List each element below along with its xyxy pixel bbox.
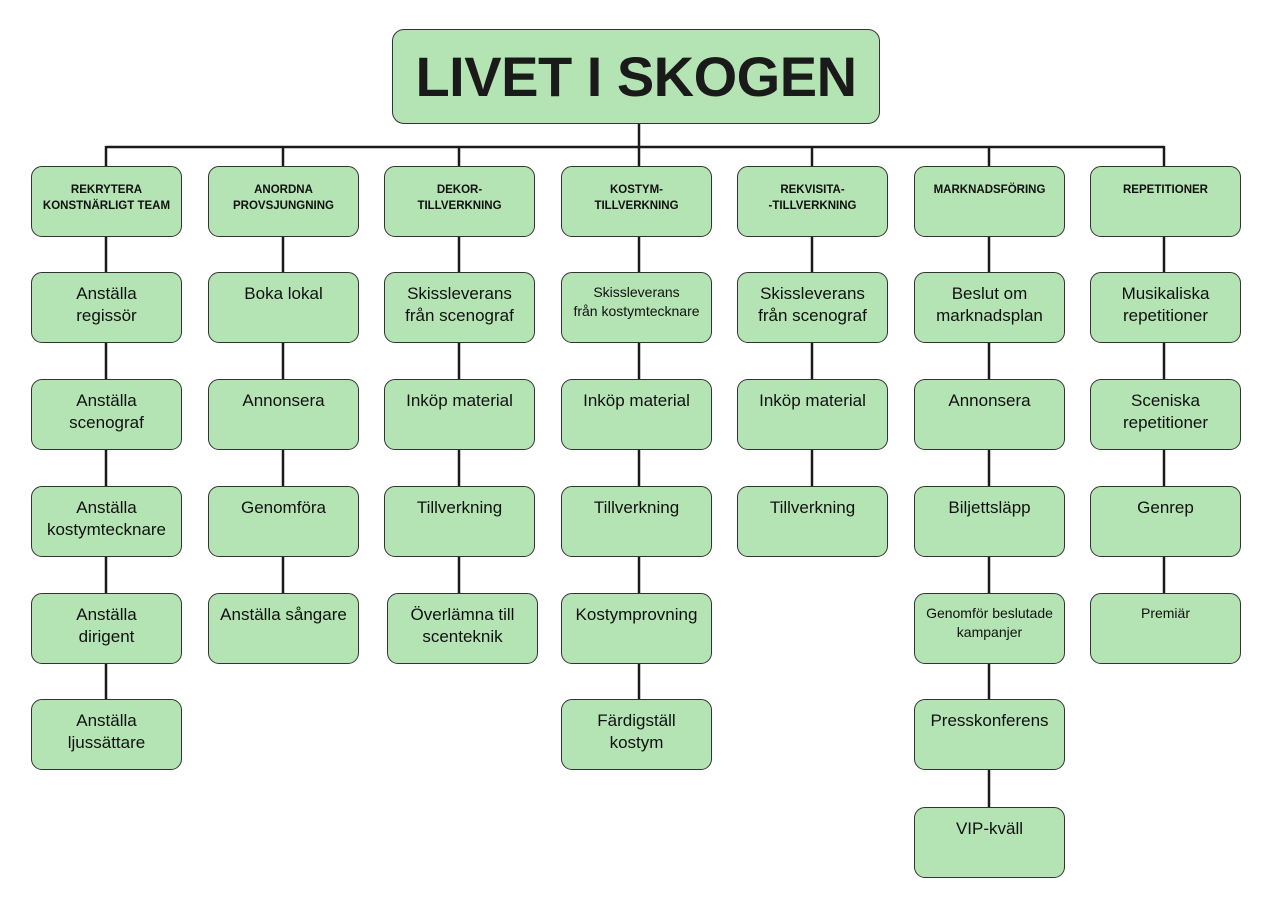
task-node: Inköp material (737, 379, 888, 450)
task-node: VIP-kväll (914, 807, 1065, 878)
task-node: Kostymprovning (561, 593, 712, 664)
task-label: Tillverkning (769, 498, 856, 517)
task-node: Presskonferens (914, 699, 1065, 770)
root-title: LIVET I SKOGEN (415, 45, 857, 108)
task-node: Skissleverans från scenograf (737, 272, 888, 343)
task-node: Skissleverans från kostymtecknare (561, 272, 712, 343)
task-label: Annonsera (242, 391, 325, 410)
header-label: MARKNADSFÖRING (933, 184, 1046, 196)
task-label: Skissleverans från scenograf (758, 284, 867, 325)
task-node: Boka lokal (208, 272, 359, 343)
task-label: Kostymprovning (575, 605, 698, 624)
task-node: Sceniska repetitioner (1090, 379, 1241, 450)
header-rekrytera: REKRYTERA KONSTNÄRLIGT TEAM (31, 166, 182, 237)
task-label: VIP-kväll (955, 819, 1024, 838)
task-label: Premiär (1140, 605, 1190, 621)
header-dekortillverkning: DEKOR- TILLVERKNING (384, 166, 535, 237)
task-node: Genrep (1090, 486, 1241, 557)
header-marknadsforing: MARKNADSFÖRING (914, 166, 1065, 237)
task-node: Anställa dirigent (31, 593, 182, 664)
header-label: DEKOR- TILLVERKNING (417, 184, 502, 212)
task-node: Överlämna till scenteknik (387, 593, 538, 664)
header-label: REKRYTERA KONSTNÄRLIGT TEAM (42, 184, 171, 212)
task-label: Anställa kostymtecknare (46, 498, 167, 539)
task-label: Musikaliska repetitioner (1121, 284, 1210, 325)
task-label: Presskonferens (930, 711, 1049, 730)
task-node: Inköp material (384, 379, 535, 450)
task-label: Genrep (1137, 498, 1194, 517)
header-label: REKVISITA- -TILLVERKNING (768, 184, 857, 212)
task-node: Annonsera (914, 379, 1065, 450)
task-label: Skissleverans från kostymtecknare (573, 284, 700, 319)
task-node: Genomför beslutade kampanjer (914, 593, 1065, 664)
task-label: Genomföra (240, 498, 327, 517)
task-label: Anställa ljussättare (67, 711, 146, 752)
task-label: Beslut om marknadsplan (936, 284, 1043, 325)
task-node: Anställa regissör (31, 272, 182, 343)
task-node: Anställa kostymtecknare (31, 486, 182, 557)
header-anordna-provsjungning: ANORDNA PROVSJUNGNING (208, 166, 359, 237)
task-label: Inköp material (583, 391, 690, 410)
task-node: Musikaliska repetitioner (1090, 272, 1241, 343)
task-node: Färdigställ kostym (561, 699, 712, 770)
task-label: Skissleverans från scenograf (405, 284, 514, 325)
task-label: Anställa dirigent (76, 605, 137, 646)
task-label: Boka lokal (244, 284, 323, 303)
task-label: Tillverkning (416, 498, 503, 517)
task-label: Anställa sångare (220, 605, 347, 624)
task-label: Inköp material (759, 391, 866, 410)
task-node: Anställa sångare (208, 593, 359, 664)
task-label: Anställa scenograf (69, 391, 144, 432)
task-label: Färdigställ kostym (597, 711, 676, 752)
root-node: LIVET I SKOGEN (392, 29, 880, 124)
task-label: Biljettsläpp (948, 498, 1031, 517)
header-repetitioner: REPETITIONER (1090, 166, 1241, 237)
header-label: ANORDNA PROVSJUNGNING (233, 184, 334, 212)
task-label: Överlämna till scenteknik (410, 605, 515, 646)
task-node: Annonsera (208, 379, 359, 450)
header-rekvisitatillverkning: REKVISITA- -TILLVERKNING (737, 166, 888, 237)
task-node: Anställa scenograf (31, 379, 182, 450)
task-node: Genomföra (208, 486, 359, 557)
header-kostymtillverkning: KOSTYM- TILLVERKNING (561, 166, 712, 237)
task-node: Tillverkning (737, 486, 888, 557)
task-node: Beslut om marknadsplan (914, 272, 1065, 343)
task-node: Tillverkning (384, 486, 535, 557)
task-label: Anställa regissör (76, 284, 137, 325)
task-node: Premiär (1090, 593, 1241, 664)
task-label: Sceniska repetitioner (1122, 391, 1209, 432)
task-node: Tillverkning (561, 486, 712, 557)
task-label: Annonsera (948, 391, 1031, 410)
task-node: Anställa ljussättare (31, 699, 182, 770)
header-label: REPETITIONER (1123, 184, 1208, 196)
task-node: Skissleverans från scenograf (384, 272, 535, 343)
task-label: Tillverkning (593, 498, 680, 517)
task-node: Biljettsläpp (914, 486, 1065, 557)
task-label: Genomför beslutade kampanjer (926, 605, 1053, 640)
task-label: Inköp material (406, 391, 513, 410)
header-label: KOSTYM- TILLVERKNING (594, 184, 679, 212)
task-node: Inköp material (561, 379, 712, 450)
